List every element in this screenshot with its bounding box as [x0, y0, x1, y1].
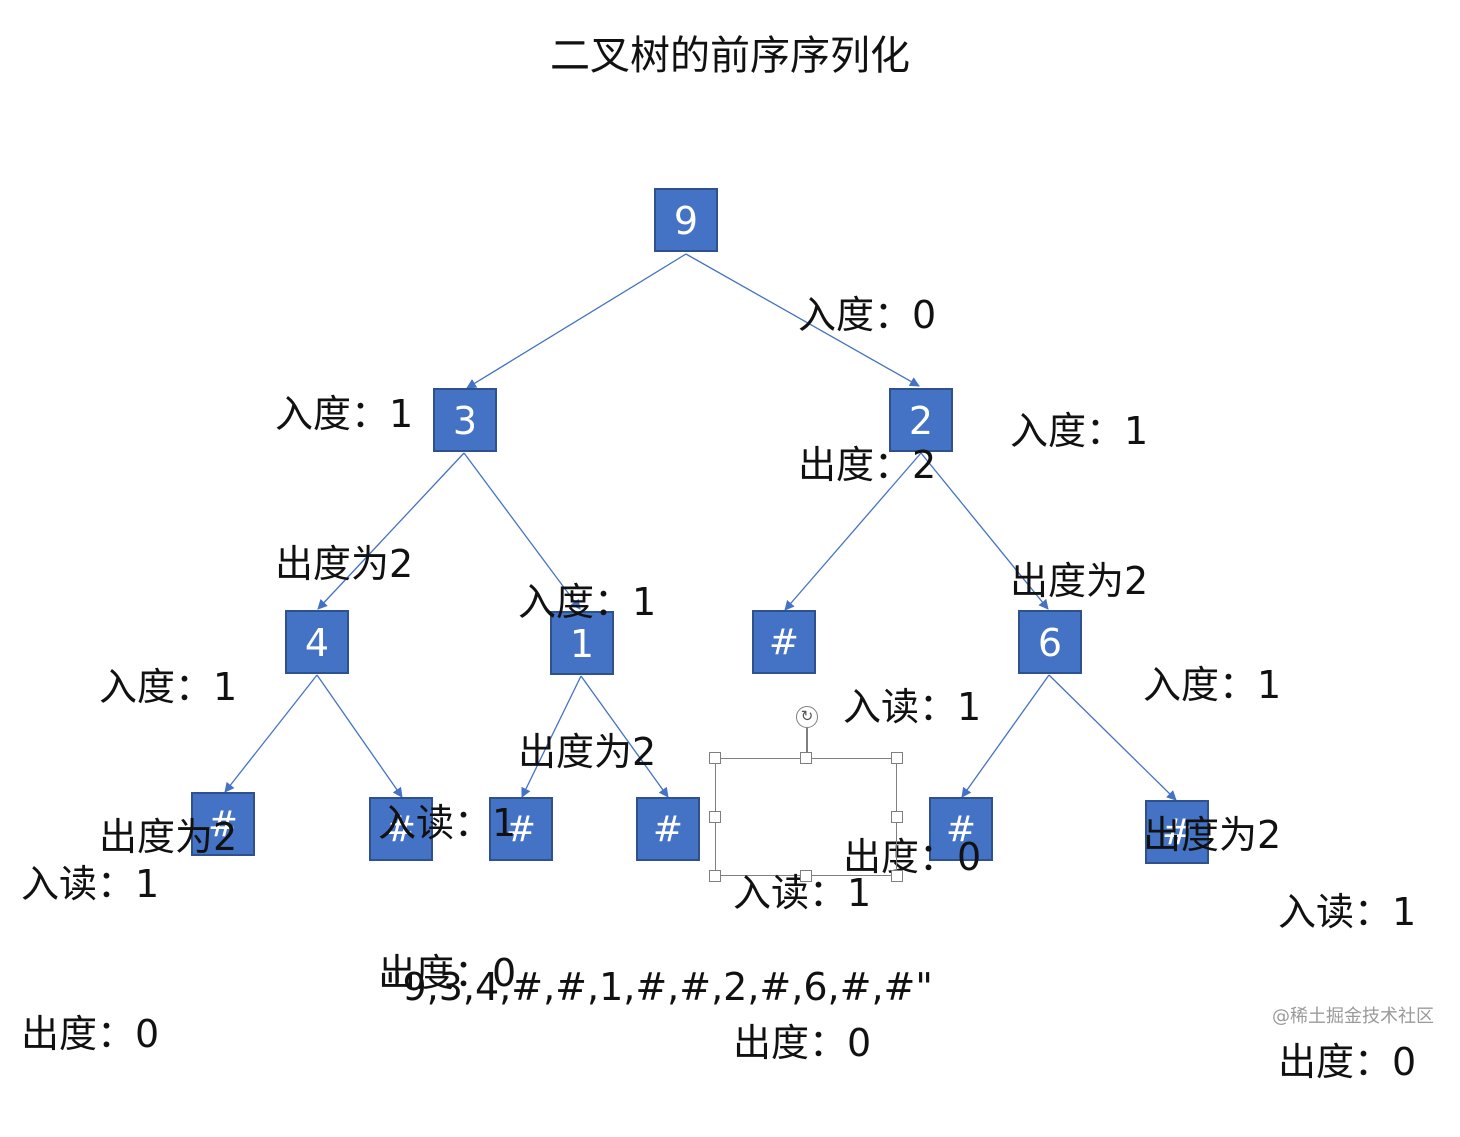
- edge-3-4: [317, 452, 465, 610]
- in-degree-text: 入读：1: [843, 685, 982, 729]
- out-degree-text: 出度为2: [518, 730, 657, 774]
- null-node[interactable]: #: [636, 797, 700, 861]
- serialization-string: "9,3,4,#,#,1,#,#,2,#,6,#,#": [385, 965, 933, 1009]
- node2-degree-label[interactable]: 入度：1 出度为2: [1010, 306, 1148, 656]
- edge-9-2: [685, 253, 920, 387]
- null-mid-left-degree-label[interactable]: 入读：1 出度：0: [378, 698, 516, 1048]
- edge-4-null-right: [316, 674, 403, 798]
- edge-6-null-left: [961, 674, 1050, 798]
- edge-6-null-right: [1048, 674, 1177, 801]
- tree-node-2[interactable]: 2: [889, 388, 953, 452]
- edge-2-6: [920, 452, 1049, 610]
- node3-degree-label[interactable]: 入度：1 出度为2: [275, 289, 413, 639]
- rotate-icon[interactable]: ↻: [796, 706, 818, 728]
- out-degree-text: 出度：0: [733, 1021, 872, 1065]
- edge-3-1: [463, 452, 581, 610]
- resize-handle-left[interactable]: [709, 811, 721, 823]
- out-degree-text: 出度为2: [99, 815, 238, 859]
- out-degree-text: 出度为2: [275, 542, 414, 586]
- in-degree-text: 入度：0: [798, 293, 937, 337]
- resize-handle-top[interactable]: [800, 752, 812, 764]
- resize-handle-top-right[interactable]: [891, 752, 903, 764]
- tree-edges: [224, 253, 1177, 801]
- null-node[interactable]: #: [369, 797, 433, 861]
- out-degree-text: 出度：2: [798, 443, 937, 487]
- in-degree-text: 入度：1: [275, 392, 414, 436]
- out-degree-text: 出度：0: [1278, 1040, 1417, 1084]
- null-far-left-degree-label[interactable]: 入读：1 出度：0: [21, 759, 159, 1109]
- out-degree-text: 出度为2: [1143, 813, 1282, 857]
- null-center-degree-label[interactable]: 入读：1 出度：0: [733, 768, 871, 1118]
- edge-2-null: [784, 452, 922, 611]
- edge-1-null-left: [521, 675, 582, 798]
- edge-4-null-left: [224, 674, 318, 793]
- node6-degree-label[interactable]: 入度：1 出度为2: [1143, 560, 1281, 910]
- resize-handle-top-left[interactable]: [709, 752, 721, 764]
- tree-node-9[interactable]: 9: [654, 188, 718, 252]
- tree-node-3[interactable]: 3: [433, 388, 497, 452]
- resize-handle-bottom[interactable]: [800, 870, 812, 882]
- rotate-handle-stem: [806, 728, 808, 758]
- diagram-title: 二叉树的前序序列化: [550, 33, 910, 79]
- node1-degree-label[interactable]: 入度：1 出度为2: [518, 477, 656, 827]
- null-far-right-degree-label[interactable]: 入读：1 出度：0: [1278, 787, 1416, 1137]
- tree-node-6[interactable]: 6: [1018, 610, 1082, 674]
- in-degree-text: 入读：1: [1278, 890, 1417, 934]
- null-node[interactable]: #: [929, 797, 993, 861]
- resize-handle-bottom-left[interactable]: [709, 870, 721, 882]
- out-degree-text: 出度：0: [21, 1012, 160, 1056]
- null-node[interactable]: #: [752, 610, 816, 674]
- edge-1-null-right: [580, 675, 669, 798]
- null-node[interactable]: #: [191, 792, 255, 856]
- tree-node-4[interactable]: 4: [285, 610, 349, 674]
- in-degree-text: 入度：1: [1143, 663, 1282, 707]
- edge-9-3: [466, 253, 687, 389]
- in-degree-text: 入度：1: [1010, 409, 1149, 453]
- in-degree-text: 入读：1: [378, 801, 517, 845]
- resize-handle-bottom-right[interactable]: [891, 870, 903, 882]
- tree-node-1[interactable]: 1: [550, 611, 614, 675]
- out-degree-text: 出度：0: [843, 835, 982, 879]
- watermark: @稀土掘金技术社区: [1272, 1006, 1434, 1027]
- in-degree-text: 入度：1: [518, 580, 657, 624]
- null-node[interactable]: #: [489, 797, 553, 861]
- out-degree-text: 出度为2: [1010, 559, 1149, 603]
- resize-handle-right[interactable]: [891, 811, 903, 823]
- root-degree-label[interactable]: 入度：0 出度：2: [798, 190, 936, 540]
- in-degree-text: 入读：1: [21, 862, 160, 906]
- null-under-2-degree-label[interactable]: 入读：1 出度：0: [843, 582, 981, 932]
- null-node[interactable]: #: [1145, 800, 1209, 864]
- node4-degree-label[interactable]: 入度：1 出度为2: [99, 562, 237, 912]
- out-degree-text: 出度：0: [378, 951, 517, 995]
- in-degree-text: 入度：1: [99, 665, 238, 709]
